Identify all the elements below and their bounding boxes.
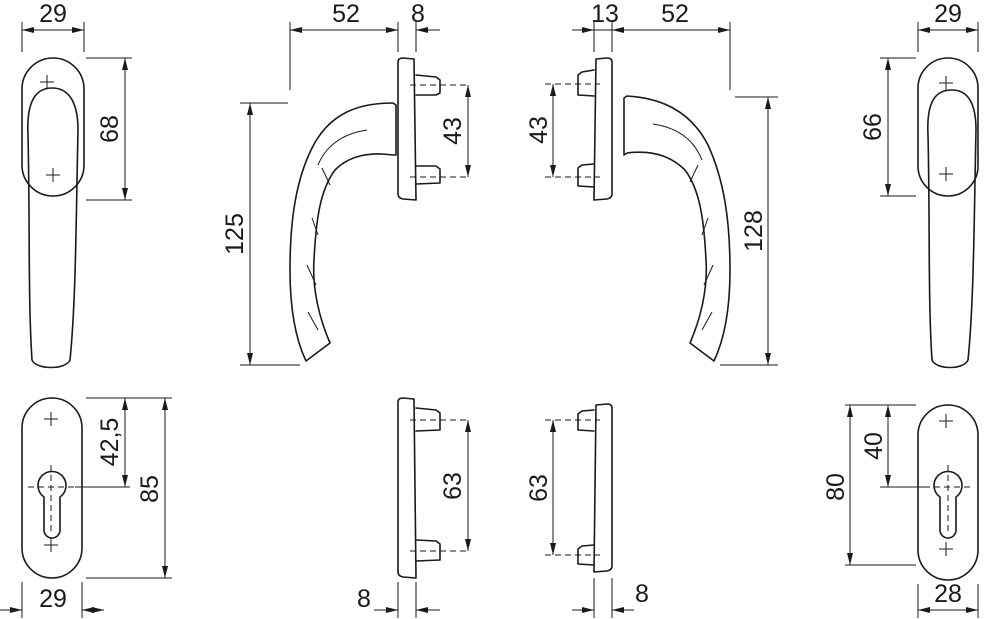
- side-view-left: 52 8 125 43: [221, 0, 471, 366]
- dim-rosette-left-top-to-keyhole: 42,5: [96, 418, 124, 467]
- side-view-left-bottom: 63 8: [357, 397, 471, 618]
- dim-front-left-height: 68: [96, 115, 124, 143]
- dim-rosette-left-width: 29: [39, 585, 67, 613]
- front-view-left: 29 68: [21, 0, 132, 369]
- dim-side-left-bottom-pins: 63: [439, 472, 467, 500]
- rosette-right: 40 80 28: [822, 404, 979, 618]
- dim-rosette-right-width: 28: [934, 580, 962, 608]
- dim-front-right-width: 29: [934, 0, 962, 28]
- dim-side-right-plate: 13: [591, 0, 619, 28]
- dim-front-left-width: 29: [39, 0, 67, 28]
- rosette-left: 42,5 85 29: [0, 397, 172, 618]
- dim-side-left-pins: 43: [439, 117, 467, 145]
- dim-side-left-bottom-plate: 8: [357, 585, 371, 613]
- dim-side-left-height: 125: [221, 213, 249, 255]
- dim-side-left-plate: 8: [411, 0, 425, 28]
- side-view-right: 13 52 43 128: [525, 0, 778, 366]
- dim-side-right-bottom-plate: 8: [635, 580, 649, 608]
- dim-side-right-projection: 52: [661, 0, 689, 28]
- dim-side-right-height: 128: [740, 210, 768, 252]
- dim-rosette-right-top-to-keyhole: 40: [860, 432, 888, 460]
- dim-side-right-bottom-pins: 63: [525, 474, 553, 502]
- front-view-right: 29 66: [859, 0, 979, 369]
- dim-rosette-left-height: 85: [136, 475, 164, 503]
- dim-rosette-right-height: 80: [822, 473, 850, 501]
- side-view-right-bottom: 63 8: [525, 403, 649, 618]
- dim-side-right-pins: 43: [525, 116, 553, 144]
- dim-front-right-height: 66: [859, 113, 887, 141]
- dim-side-left-projection: 52: [332, 0, 360, 28]
